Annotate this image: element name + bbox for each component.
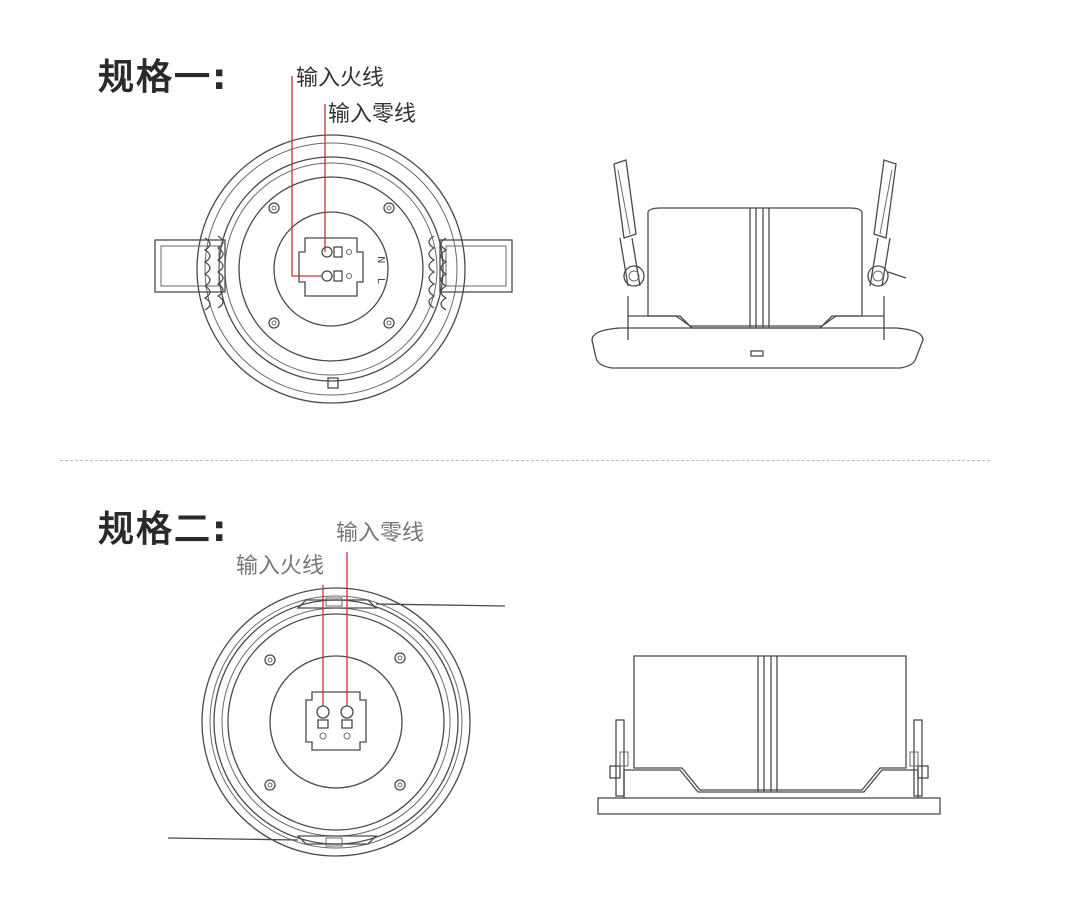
spec2-title: 规格二:: [98, 509, 229, 550]
spec2-front-view: [167, 587, 506, 857]
spec2-leader-lines: [322, 552, 348, 706]
spec1-right-clip: [428, 235, 513, 311]
spec1-screws: [268, 202, 395, 329]
terminal-l-label: L: [375, 278, 386, 284]
spec1-side-left-spring: [613, 159, 645, 287]
spec2-side-left-bracket: [609, 719, 629, 797]
spec1-indicator-square: [327, 377, 339, 389]
spec1-neutral-label: 输入零线: [328, 102, 417, 127]
spec1-front-view: N L: [154, 134, 513, 404]
spec2-side-view: [597, 655, 941, 815]
spec1-live-label: 输入火线: [296, 66, 385, 91]
spec2-side-right-bracket: [909, 719, 929, 797]
spec2-screws: [264, 652, 406, 791]
spec2-terminal-block: [305, 691, 367, 751]
spec1-side-right-spring: [867, 159, 907, 287]
spec2-live-label: 输入火线: [236, 554, 325, 579]
spec1-leader-lines: [291, 76, 326, 277]
spec2-neutral-label: 输入零线: [336, 521, 425, 546]
spec1-title: 规格一:: [98, 57, 229, 98]
spec2-top-clip: [296, 597, 506, 609]
spec2-bottom-clip: [167, 835, 378, 847]
terminal-n-label: N: [375, 256, 386, 263]
spec1-side-view: [591, 159, 924, 369]
spec1-left-clip: [154, 235, 226, 311]
section-divider: [60, 460, 990, 461]
spec1-terminal-block: [298, 237, 364, 297]
